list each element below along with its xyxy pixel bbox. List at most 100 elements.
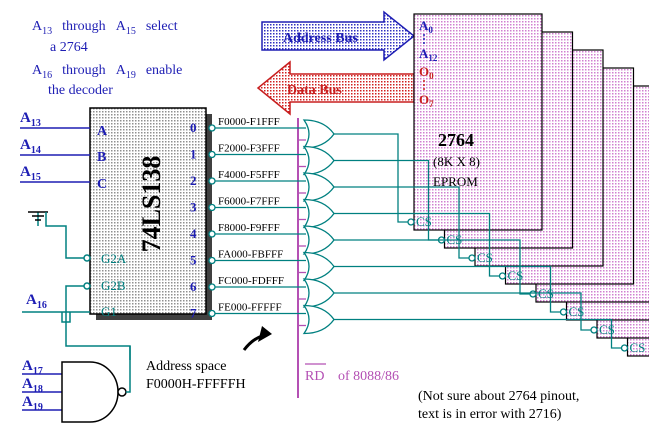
- output-bubble-4: [208, 230, 216, 238]
- eprom-chip-body-0: [413, 13, 543, 231]
- cs-wire-5: [334, 265, 562, 313]
- decoder-output-number-4: 4: [190, 226, 197, 241]
- a14-label: A14: [20, 137, 41, 156]
- decoder-output-number-7: 7: [190, 306, 197, 321]
- pin-o0-label: O0: [419, 64, 434, 81]
- output-bubble-7: [208, 309, 216, 318]
- a16-label: A16: [26, 292, 47, 311]
- a13-label: A13: [20, 110, 41, 129]
- decoder-output-5: 5 FA000-FBFFF: [190, 249, 568, 316]
- eprom-size-label: (8K X 8): [433, 154, 480, 169]
- output-bubble-0: [208, 124, 216, 132]
- output-bubble-6: [208, 283, 216, 291]
- eprom-type-label: EPROM: [433, 174, 478, 189]
- note-line-2: a 2764: [50, 40, 88, 55]
- address-range-4: F8000-F9FFF: [218, 222, 280, 234]
- nand-gate: A17 A18 A19: [22, 346, 131, 423]
- eprom-cs-label-0: CS: [416, 214, 432, 229]
- data-bus-arrow: Data Bus: [256, 60, 415, 116]
- cs-bubble-4: [529, 290, 537, 298]
- or-gate-0: [302, 119, 335, 149]
- eprom-cs-label-2: CS: [477, 250, 493, 265]
- address-inputs: A13 A14 A15: [20, 110, 90, 183]
- decoder-input-g1: G1: [101, 304, 117, 319]
- cs-wire-2: [334, 186, 470, 259]
- decoder-part-label: 74LS138: [137, 156, 166, 253]
- output-bubble-1: [208, 150, 216, 159]
- rd-suffix-label: of 8088/86: [338, 369, 399, 384]
- rd-signal-label: RD: [305, 369, 324, 384]
- output-bubble-5: [208, 256, 216, 265]
- address-space-line-2: F0000H-FFFFFH: [146, 377, 246, 392]
- decoder-input-g2b: G2B: [101, 278, 126, 293]
- pin-a12-label: A12: [419, 46, 438, 63]
- output-bubble-3: [208, 203, 216, 212]
- data-bus-label: Data Bus: [287, 83, 342, 98]
- address-space-note: Address space F0000H-FFFFFH: [146, 326, 272, 392]
- or-gate-5: [302, 251, 335, 282]
- output-bubble-2: [208, 177, 216, 185]
- eprom-part-label: 2764: [438, 130, 474, 150]
- cs-bubble-0: [407, 218, 415, 226]
- note-line-4: the decoder: [48, 83, 113, 98]
- decoder-input-a: A: [97, 124, 108, 139]
- address-range-5: FA000-FBFFF: [218, 249, 283, 261]
- eprom-cs-label-3: CS: [508, 268, 524, 283]
- address-range-6: FC000-FDFFF: [218, 275, 284, 287]
- cs-bubble-5: [559, 308, 568, 316]
- eprom-chip-0: CS: [413, 13, 543, 231]
- or-gate-2: [302, 172, 335, 202]
- footnote-line-2: text is in error with 2716): [418, 407, 562, 422]
- decoder-output-number-1: 1: [190, 147, 197, 162]
- address-space-line-1: Address space: [146, 359, 226, 374]
- decoder-output-7: 7 FE000-FFFFF: [190, 302, 629, 352]
- pin-a0-label: A0: [419, 18, 433, 35]
- address-bus-label: Address Bus: [283, 31, 358, 46]
- a18-label: A18: [22, 376, 43, 395]
- decoder-output-number-0: 0: [190, 120, 197, 135]
- cs-bubble-3: [498, 272, 507, 280]
- cs-bubble-7: [620, 344, 629, 352]
- cs-wire-0: [334, 133, 409, 223]
- rd-label: RD of 8088/86: [305, 363, 399, 384]
- decoder-input-c: C: [97, 177, 107, 192]
- a15-label: A15: [20, 164, 41, 183]
- pin-o7-label: O7: [419, 92, 434, 109]
- eprom-cs-label-7: CS: [630, 340, 646, 355]
- or-gate-3: [302, 198, 335, 229]
- a19-label: A19: [22, 394, 43, 413]
- decoder-input-g2a: G2A: [101, 251, 127, 266]
- address-range-7: FE000-FFFFF: [218, 302, 282, 314]
- cs-wire-7: [334, 318, 623, 349]
- decoder-input-b: B: [97, 150, 106, 165]
- cs-bubble-6: [590, 326, 598, 334]
- eprom-cs-label-6: CS: [599, 322, 615, 337]
- footnote-line-1: (Not sure about 2764 pinout,: [418, 389, 579, 404]
- or-gate-7: [302, 304, 335, 335]
- or-gate-4: [302, 225, 335, 255]
- decoder-output-number-5: 5: [190, 253, 197, 268]
- address-range-2: F4000-F5FFF: [218, 169, 280, 181]
- or-gate-6: [302, 278, 335, 308]
- cs-bubble-2: [468, 254, 476, 262]
- address-bus-arrow: Address Bus: [261, 10, 416, 62]
- decoder-output-6: 6 FC000-FDFFF: [190, 275, 598, 334]
- or-gate-1: [302, 145, 335, 176]
- eprom-cs-label-5: CS: [569, 304, 585, 319]
- decoder-output-number-3: 3: [190, 200, 197, 215]
- a17-label: A17: [22, 358, 43, 377]
- decoder-74ls138: 74LS138 A B C G2A G2B G1: [89, 107, 212, 320]
- cs-wire-3: [334, 212, 501, 277]
- decoder-output-number-6: 6: [190, 279, 197, 294]
